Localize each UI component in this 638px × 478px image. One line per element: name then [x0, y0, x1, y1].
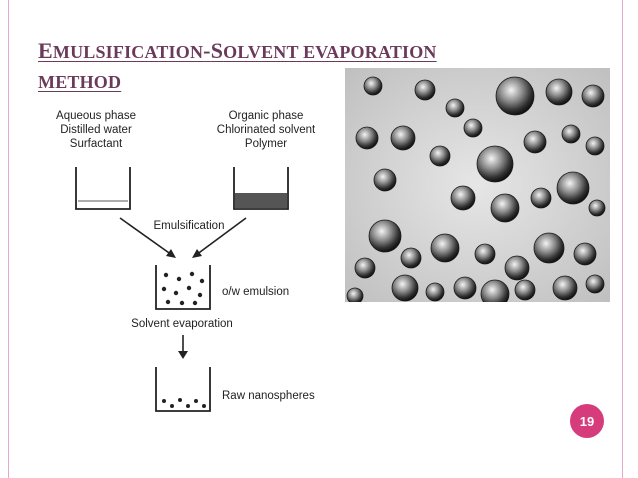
process-diagram: Aqueous phase Distilled water Surfactant…: [56, 110, 316, 412]
microsphere: [355, 126, 379, 150]
organic-phase-label: Organic phase: [229, 110, 304, 122]
microsphere: [476, 145, 514, 183]
microsphere: [445, 98, 465, 118]
microsphere: [425, 282, 445, 302]
microsphere: [556, 171, 590, 205]
microsphere: [354, 257, 376, 279]
left-border-line: [8, 0, 9, 478]
page-number: 19: [579, 413, 595, 429]
surfactant-label: Surfactant: [70, 138, 123, 150]
organic-polymer-fill: [235, 193, 287, 208]
emulsion-droplets: [161, 271, 205, 306]
microsphere: [530, 187, 552, 209]
microsphere: [474, 243, 496, 265]
arrowhead-left: [166, 249, 176, 258]
microsphere: [373, 168, 397, 192]
right-border-line: [622, 0, 623, 478]
microsphere: [390, 125, 416, 151]
microsphere: [430, 233, 460, 263]
title-solvent-evaporation: OLVENT EVAPORATION: [223, 42, 437, 62]
microsphere: [463, 118, 483, 138]
slide-title: EMULSIFICATION-SOLVENT EVAPORATION METHO…: [38, 36, 558, 97]
arrowhead-right: [192, 249, 202, 258]
title-method: METHOD: [38, 72, 122, 92]
microsphere: [533, 232, 565, 264]
microsphere: [573, 242, 597, 266]
arrow-organic-to-emulsion: [195, 217, 247, 256]
raw-nanospheres-label: Raw nanospheres: [222, 390, 315, 402]
micrograph-image: [345, 68, 610, 302]
emulsification-label: Emulsification: [154, 220, 225, 232]
microsphere: [346, 287, 364, 302]
microsphere: [514, 279, 536, 301]
microsphere-particles: [346, 76, 606, 302]
microsphere: [495, 76, 535, 116]
title-emulsification: MULSIFICATION: [52, 42, 204, 62]
microsphere: [523, 130, 547, 154]
arrowhead-down: [178, 351, 188, 359]
microsphere: [504, 255, 530, 281]
microsphere: [581, 84, 605, 108]
page-number-badge: 19: [570, 404, 604, 438]
distilled-water-label: Distilled water: [60, 124, 132, 136]
microsphere: [552, 275, 578, 301]
microsphere: [588, 199, 606, 217]
microsphere: [480, 279, 510, 302]
organic-beaker: [233, 167, 289, 210]
microsphere: [450, 185, 476, 211]
polymer-label: Polymer: [245, 138, 287, 150]
microsphere: [561, 124, 581, 144]
emulsion-beaker: [155, 265, 211, 310]
ow-emulsion-label: o/w emulsion: [222, 286, 289, 298]
microsphere: [545, 78, 573, 106]
microsphere: [414, 79, 436, 101]
microsphere: [429, 145, 451, 167]
microsphere: [585, 136, 605, 156]
aqueous-phase-label: Aqueous phase: [56, 110, 136, 122]
aqueous-beaker: [75, 167, 131, 210]
microsphere: [490, 193, 520, 223]
title-cap-s: S: [210, 38, 224, 63]
title-dash: -: [203, 38, 211, 63]
microsphere: [363, 76, 383, 96]
microsphere: [453, 276, 477, 300]
microsphere: [368, 219, 402, 253]
chlorinated-solvent-label: Chlorinated solvent: [217, 124, 316, 136]
nanosphere-beaker: [155, 367, 211, 412]
arrow-aqueous-to-emulsion: [119, 217, 173, 256]
solvent-evaporation-label: Solvent evaporation: [131, 318, 233, 330]
nanosphere-particles: [162, 398, 206, 408]
microsphere: [391, 274, 419, 302]
microsphere: [585, 274, 605, 294]
title-cap-e: E: [38, 38, 53, 63]
microsphere: [400, 247, 422, 269]
